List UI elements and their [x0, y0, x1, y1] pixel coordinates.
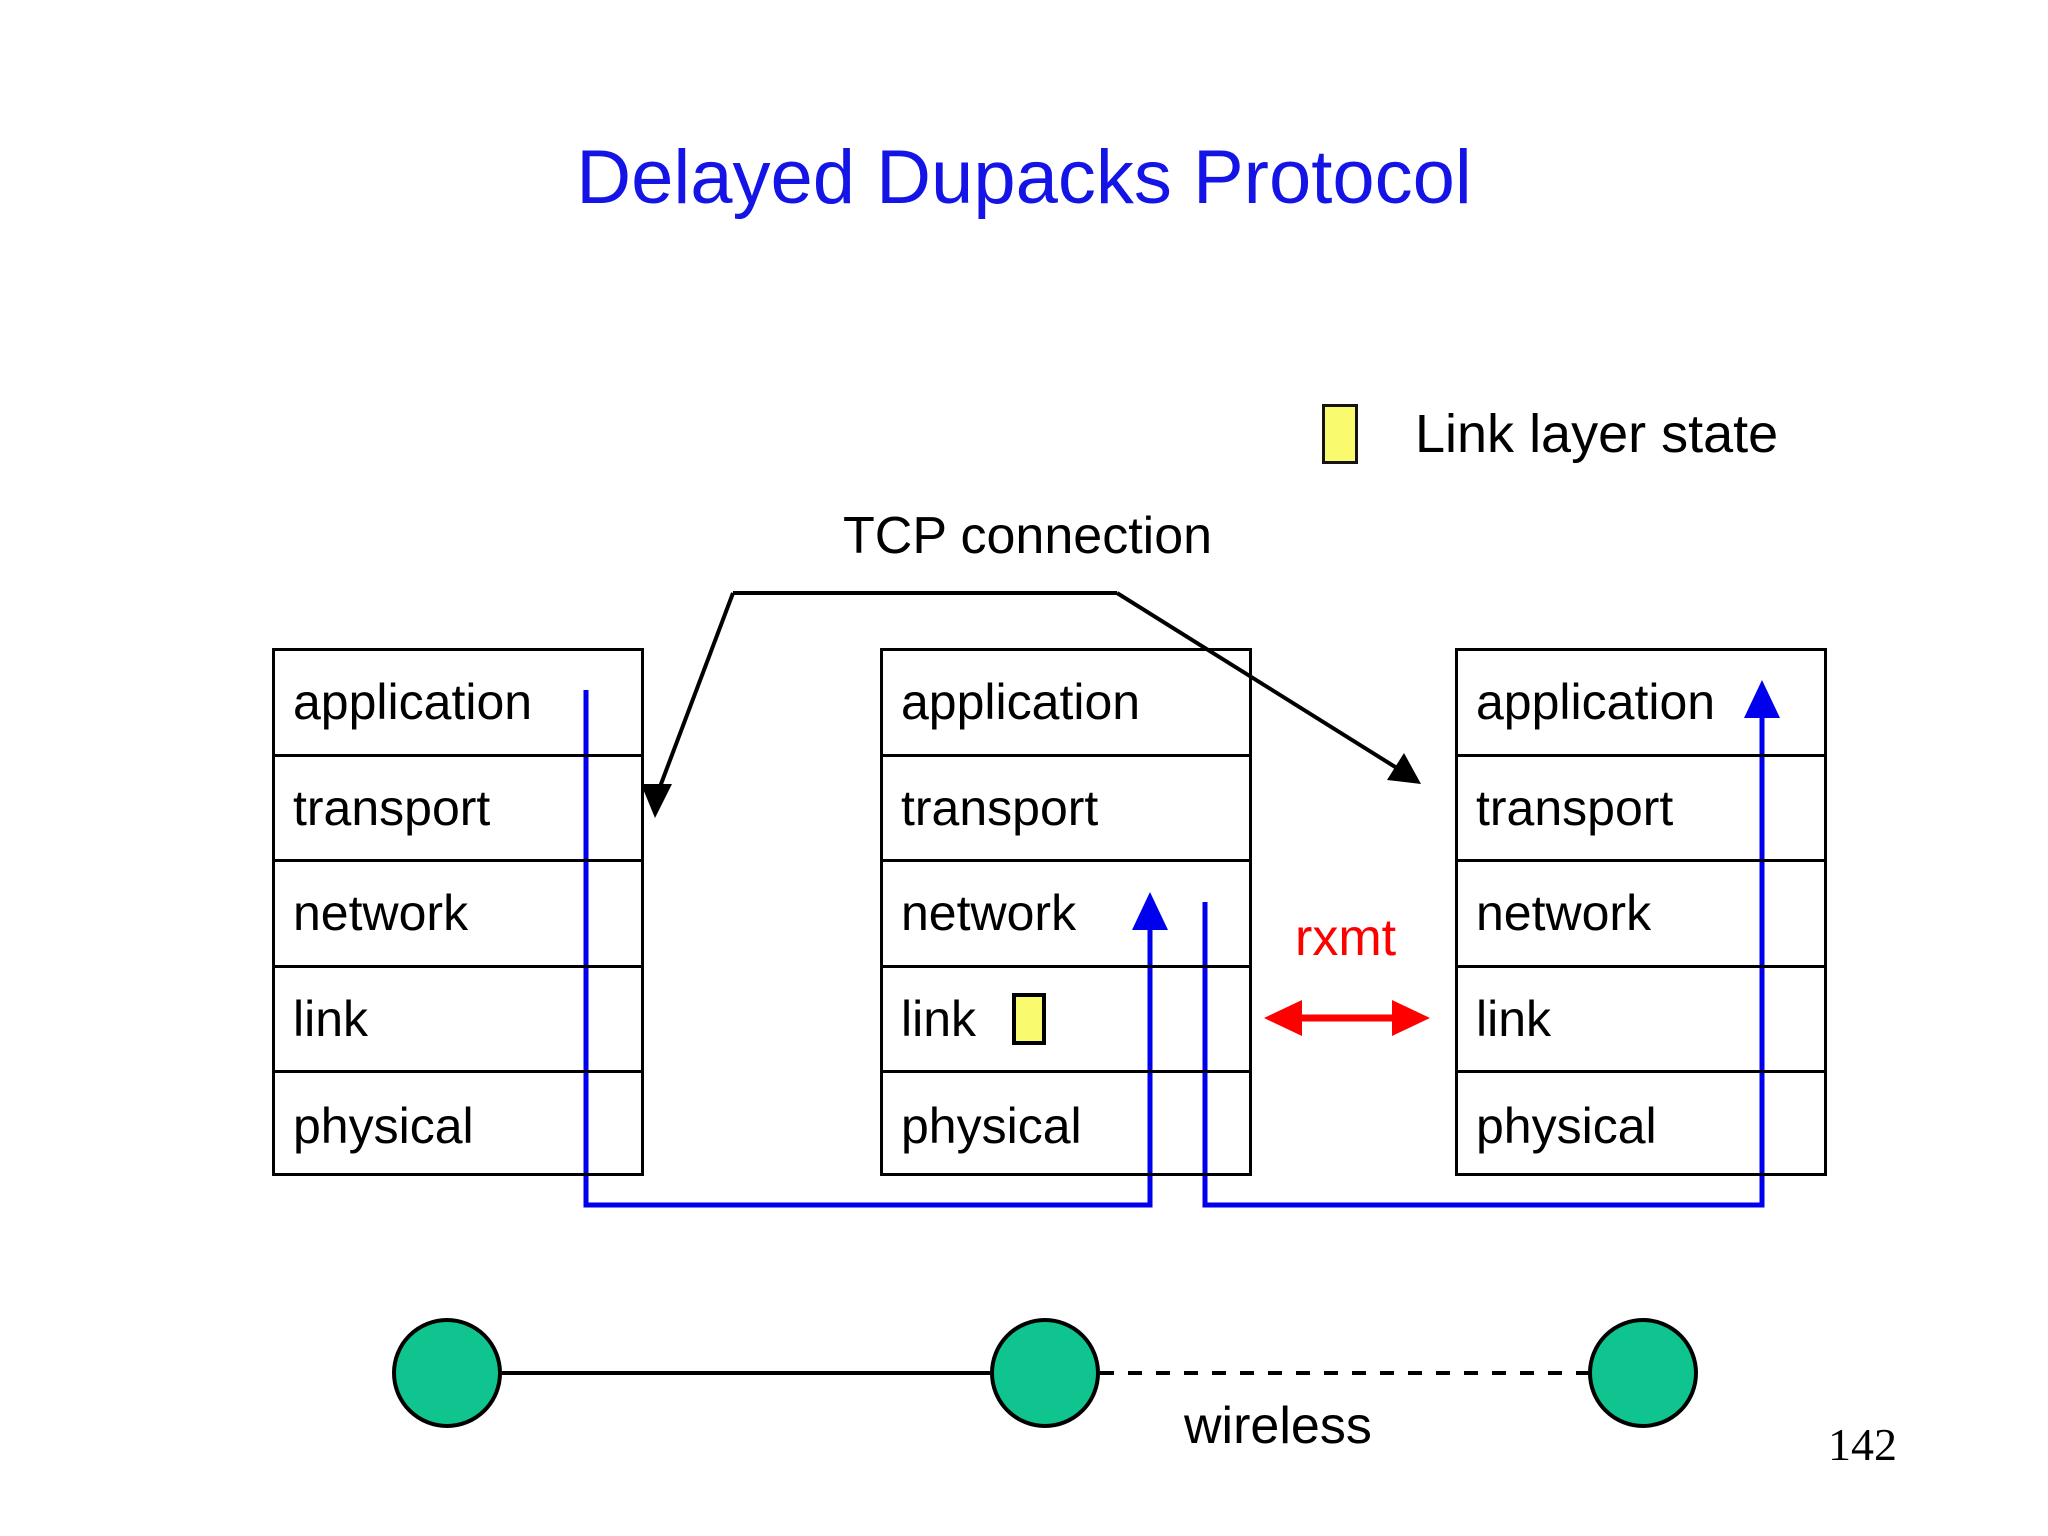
protocol-stack-base-station: application transport network link physi…	[880, 648, 1252, 1176]
page-title: Delayed Dupacks Protocol	[576, 135, 1472, 220]
stack-layer-link: link	[275, 968, 641, 1074]
link-layer-state-box-icon	[1012, 993, 1047, 1046]
layer-label: physical	[293, 1098, 474, 1155]
layer-label: transport	[901, 779, 1099, 836]
stack-layer-physical: physical	[1458, 1073, 1824, 1179]
layer-label: network	[1476, 885, 1652, 942]
layer-label: physical	[1476, 1098, 1657, 1155]
stack-layer-transport: transport	[275, 757, 641, 863]
stack-layer-physical: physical	[883, 1073, 1249, 1179]
stack-layer-application: application	[883, 651, 1249, 757]
network-node-receiver	[1588, 1318, 1698, 1428]
layer-label: physical	[901, 1098, 1082, 1155]
layer-label: link	[293, 991, 369, 1048]
layer-label: link	[901, 991, 977, 1048]
network-node-base-station	[990, 1318, 1100, 1428]
stack-layer-link: link	[1458, 968, 1824, 1074]
wireless-link-label: wireless	[1184, 1397, 1372, 1455]
legend-label: Link layer state	[1415, 404, 1779, 464]
legend: Link layer state	[1322, 404, 1778, 464]
stack-layer-application: application	[275, 651, 641, 757]
protocol-stack-receiver: application transport network link physi…	[1455, 648, 1827, 1176]
stack-layer-link: link	[883, 968, 1249, 1074]
link-layer-state-swatch-icon	[1322, 404, 1358, 464]
layer-label: application	[1476, 674, 1716, 731]
stack-layer-network: network	[275, 862, 641, 968]
layer-label: transport	[293, 779, 491, 836]
layer-label: application	[293, 674, 533, 731]
stack-layer-transport: transport	[1458, 757, 1824, 863]
page-number: 142	[1828, 1419, 1897, 1470]
tcp-connection-label: TCP connection	[843, 507, 1213, 565]
network-node-sender	[392, 1318, 502, 1428]
protocol-stack-sender: application transport network link physi…	[272, 648, 644, 1176]
stack-layer-application: application	[1458, 651, 1824, 757]
stack-layer-network: network	[883, 862, 1249, 968]
rxmt-arrow	[1264, 1000, 1430, 1036]
layer-label: application	[901, 674, 1141, 731]
layer-label: network	[293, 885, 469, 942]
stack-layer-transport: transport	[883, 757, 1249, 863]
layer-label: transport	[1476, 779, 1674, 836]
layer-label: link	[1476, 991, 1552, 1048]
stack-layer-network: network	[1458, 862, 1824, 968]
layer-label: network	[901, 885, 1077, 942]
rxmt-label: rxmt	[1295, 909, 1397, 967]
stack-layer-physical: physical	[275, 1073, 641, 1179]
